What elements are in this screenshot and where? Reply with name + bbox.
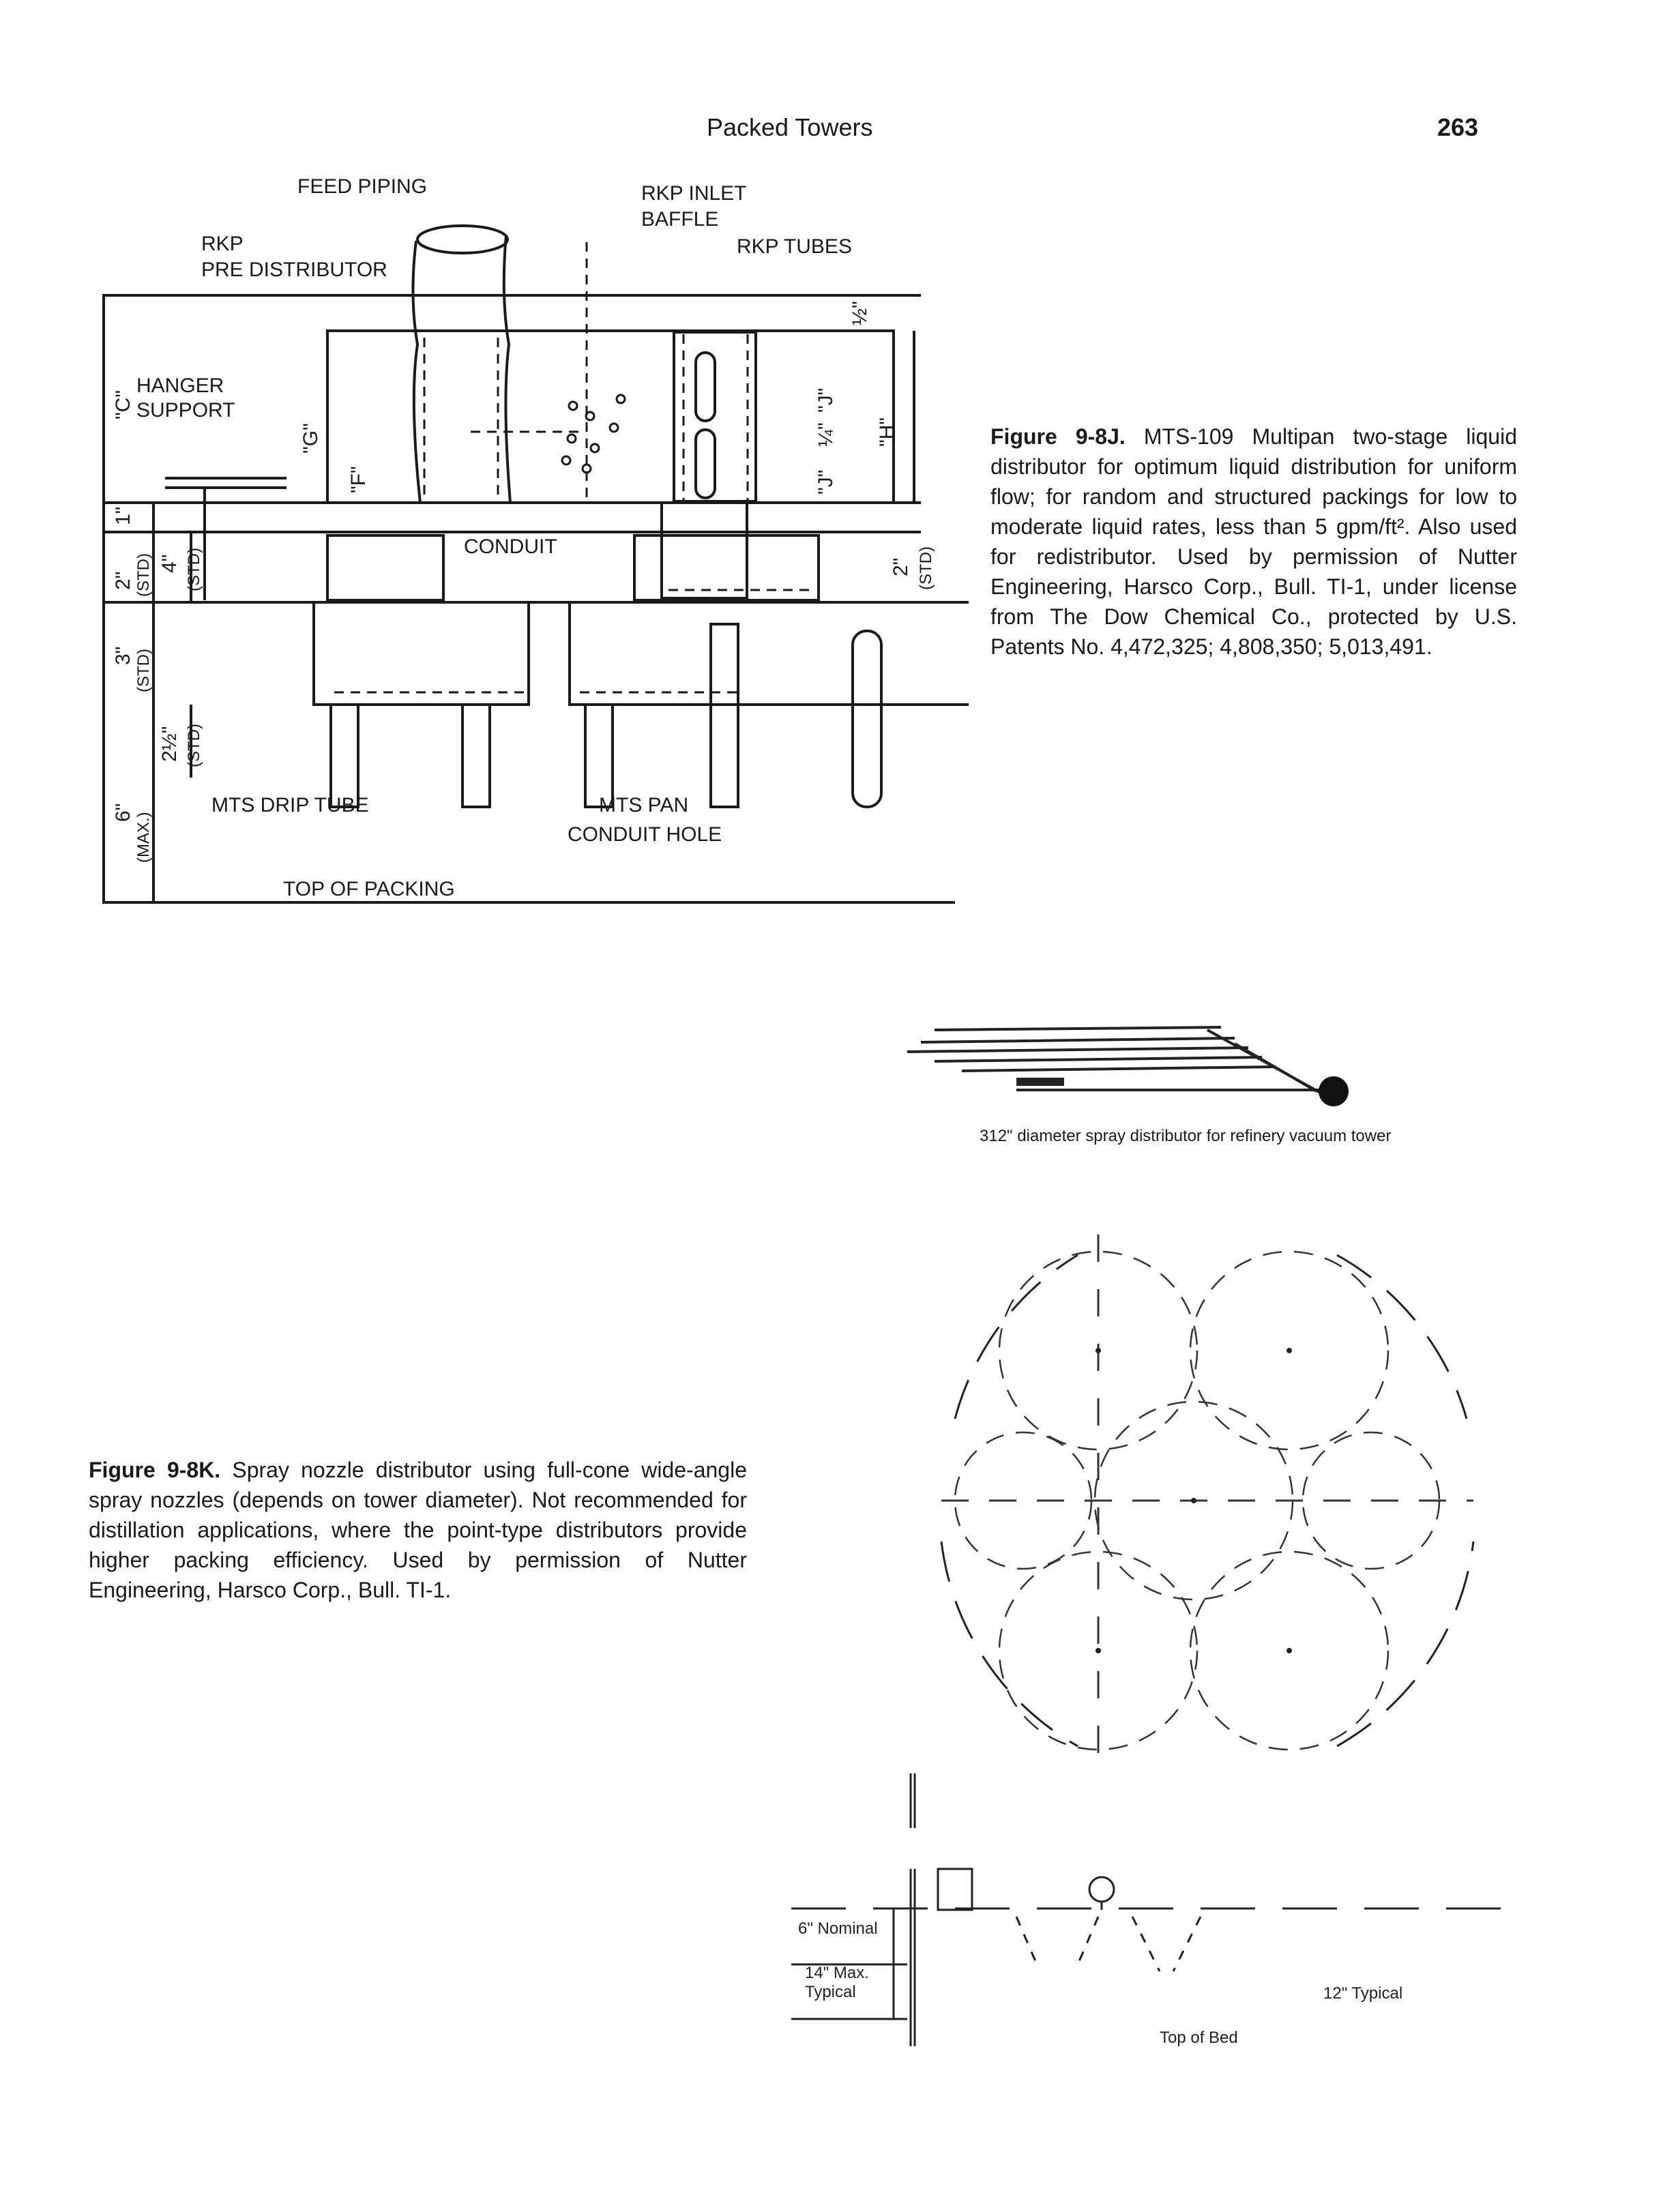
figure-9-8k-elevation: 6" Nominal 14" Max. Typical 12" Typical … xyxy=(791,1773,1514,2047)
label-conduit: CONDUIT xyxy=(464,535,557,558)
label-14-max: 14" Max. xyxy=(805,1964,869,1982)
dim-6: 6" xyxy=(112,803,134,822)
label-rkp: RKP xyxy=(201,233,244,255)
dim-j-quarter: ¼" xyxy=(814,422,837,447)
spray-nozzle-dot xyxy=(1319,1076,1349,1106)
figure-9-8j-label: Figure 9-8J. xyxy=(990,424,1126,449)
label-12-typical: 12" Typical xyxy=(1323,1984,1402,2003)
spray-header-block xyxy=(1016,1078,1064,1086)
dim-6-max: (MAX.) xyxy=(134,812,153,863)
label-conduit-hole: CONDUIT HOLE xyxy=(568,823,722,846)
figure-9-8k-caption: Figure 9-8K. Spray nozzle distributor us… xyxy=(89,1455,747,1605)
label-pre-distributor: PRE DISTRIBUTOR xyxy=(201,259,387,281)
dim-2half: 2½" xyxy=(158,726,181,762)
spray-distributor-caption: 312" diameter spray distributor for refi… xyxy=(980,1127,1392,1145)
running-header-title: Packed Towers xyxy=(707,113,873,141)
label-typical: Typical xyxy=(805,1983,856,2001)
dim-2-right-std: (STD) xyxy=(917,546,935,590)
figure-9-8j-drawing: FEED PIPING RKP PRE DISTRIBUTOR RKP INLE… xyxy=(102,175,969,904)
figure-9-8k-plan-view xyxy=(940,1235,1475,1767)
label-feed-piping: FEED PIPING xyxy=(297,175,427,198)
dim-3: 3" xyxy=(112,647,134,665)
dim-half: ½" xyxy=(849,301,871,325)
label-top-of-packing: TOP OF PACKING xyxy=(283,878,455,900)
dim-4-std: (STD) xyxy=(185,548,203,591)
figure-9-8k-label: Figure 9-8K. xyxy=(89,1458,221,1482)
label-baffle: BAFFLE xyxy=(641,208,718,231)
spray-distributor-side-view xyxy=(907,1026,1349,1106)
label-6-nominal: 6" Nominal xyxy=(798,1919,878,1938)
label-mts-drip-tube: MTS DRIP TUBE xyxy=(211,794,369,816)
dim-4: 4" xyxy=(158,555,181,573)
label-rkp-tubes: RKP TUBES xyxy=(737,235,852,258)
dim-2-left: 2" xyxy=(112,572,134,590)
label-mts-pan: MTS PAN xyxy=(599,794,688,816)
figure-9-8k-caption-text: Spray nozzle distributor using full-cone… xyxy=(89,1458,748,1602)
figure-9-8j-caption-text: MTS-109 Multipan two-stage liquid distri… xyxy=(990,424,1518,659)
label-hanger: HANGER xyxy=(136,374,224,397)
dim-2-left-std: (STD) xyxy=(134,553,153,597)
label-rkp-inlet: RKP INLET xyxy=(641,182,747,205)
dim-c: "C" xyxy=(112,390,134,419)
dim-1: 1" xyxy=(112,507,134,525)
dim-3-std: (STD) xyxy=(134,649,153,692)
page-number: 263 xyxy=(1437,113,1479,141)
dim-g: "G" xyxy=(299,423,322,454)
dim-j-2: "J" xyxy=(814,470,837,495)
dim-h: "H" xyxy=(876,417,898,447)
figure-9-8j-caption: Figure 9-8J. MTS-109 Multipan two-stage … xyxy=(990,422,1517,662)
dim-2half-std: (STD) xyxy=(185,724,203,767)
label-support: SUPPORT xyxy=(136,399,235,422)
dim-2-right: 2" xyxy=(890,558,912,576)
dim-j-1: "J" xyxy=(814,388,837,413)
label-top-of-bed: Top of Bed xyxy=(1160,2029,1238,2047)
dim-f: "F" xyxy=(347,466,370,493)
